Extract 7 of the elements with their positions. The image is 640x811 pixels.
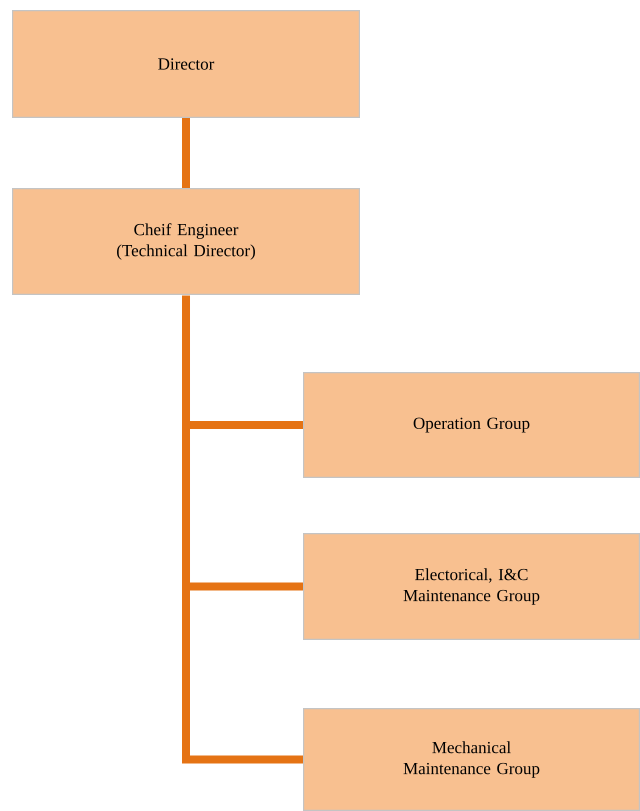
org-box: Cheif Engineer (Technical Director) [12,188,360,295]
org-box: Operation Group [303,372,640,478]
org-box: Mechanical Maintenance Group [303,708,640,811]
org-box: Electorical, I&C Maintenance Group [303,533,640,640]
connector-line [182,296,303,764]
org-box: Director [12,10,360,118]
connector-line [182,118,190,188]
